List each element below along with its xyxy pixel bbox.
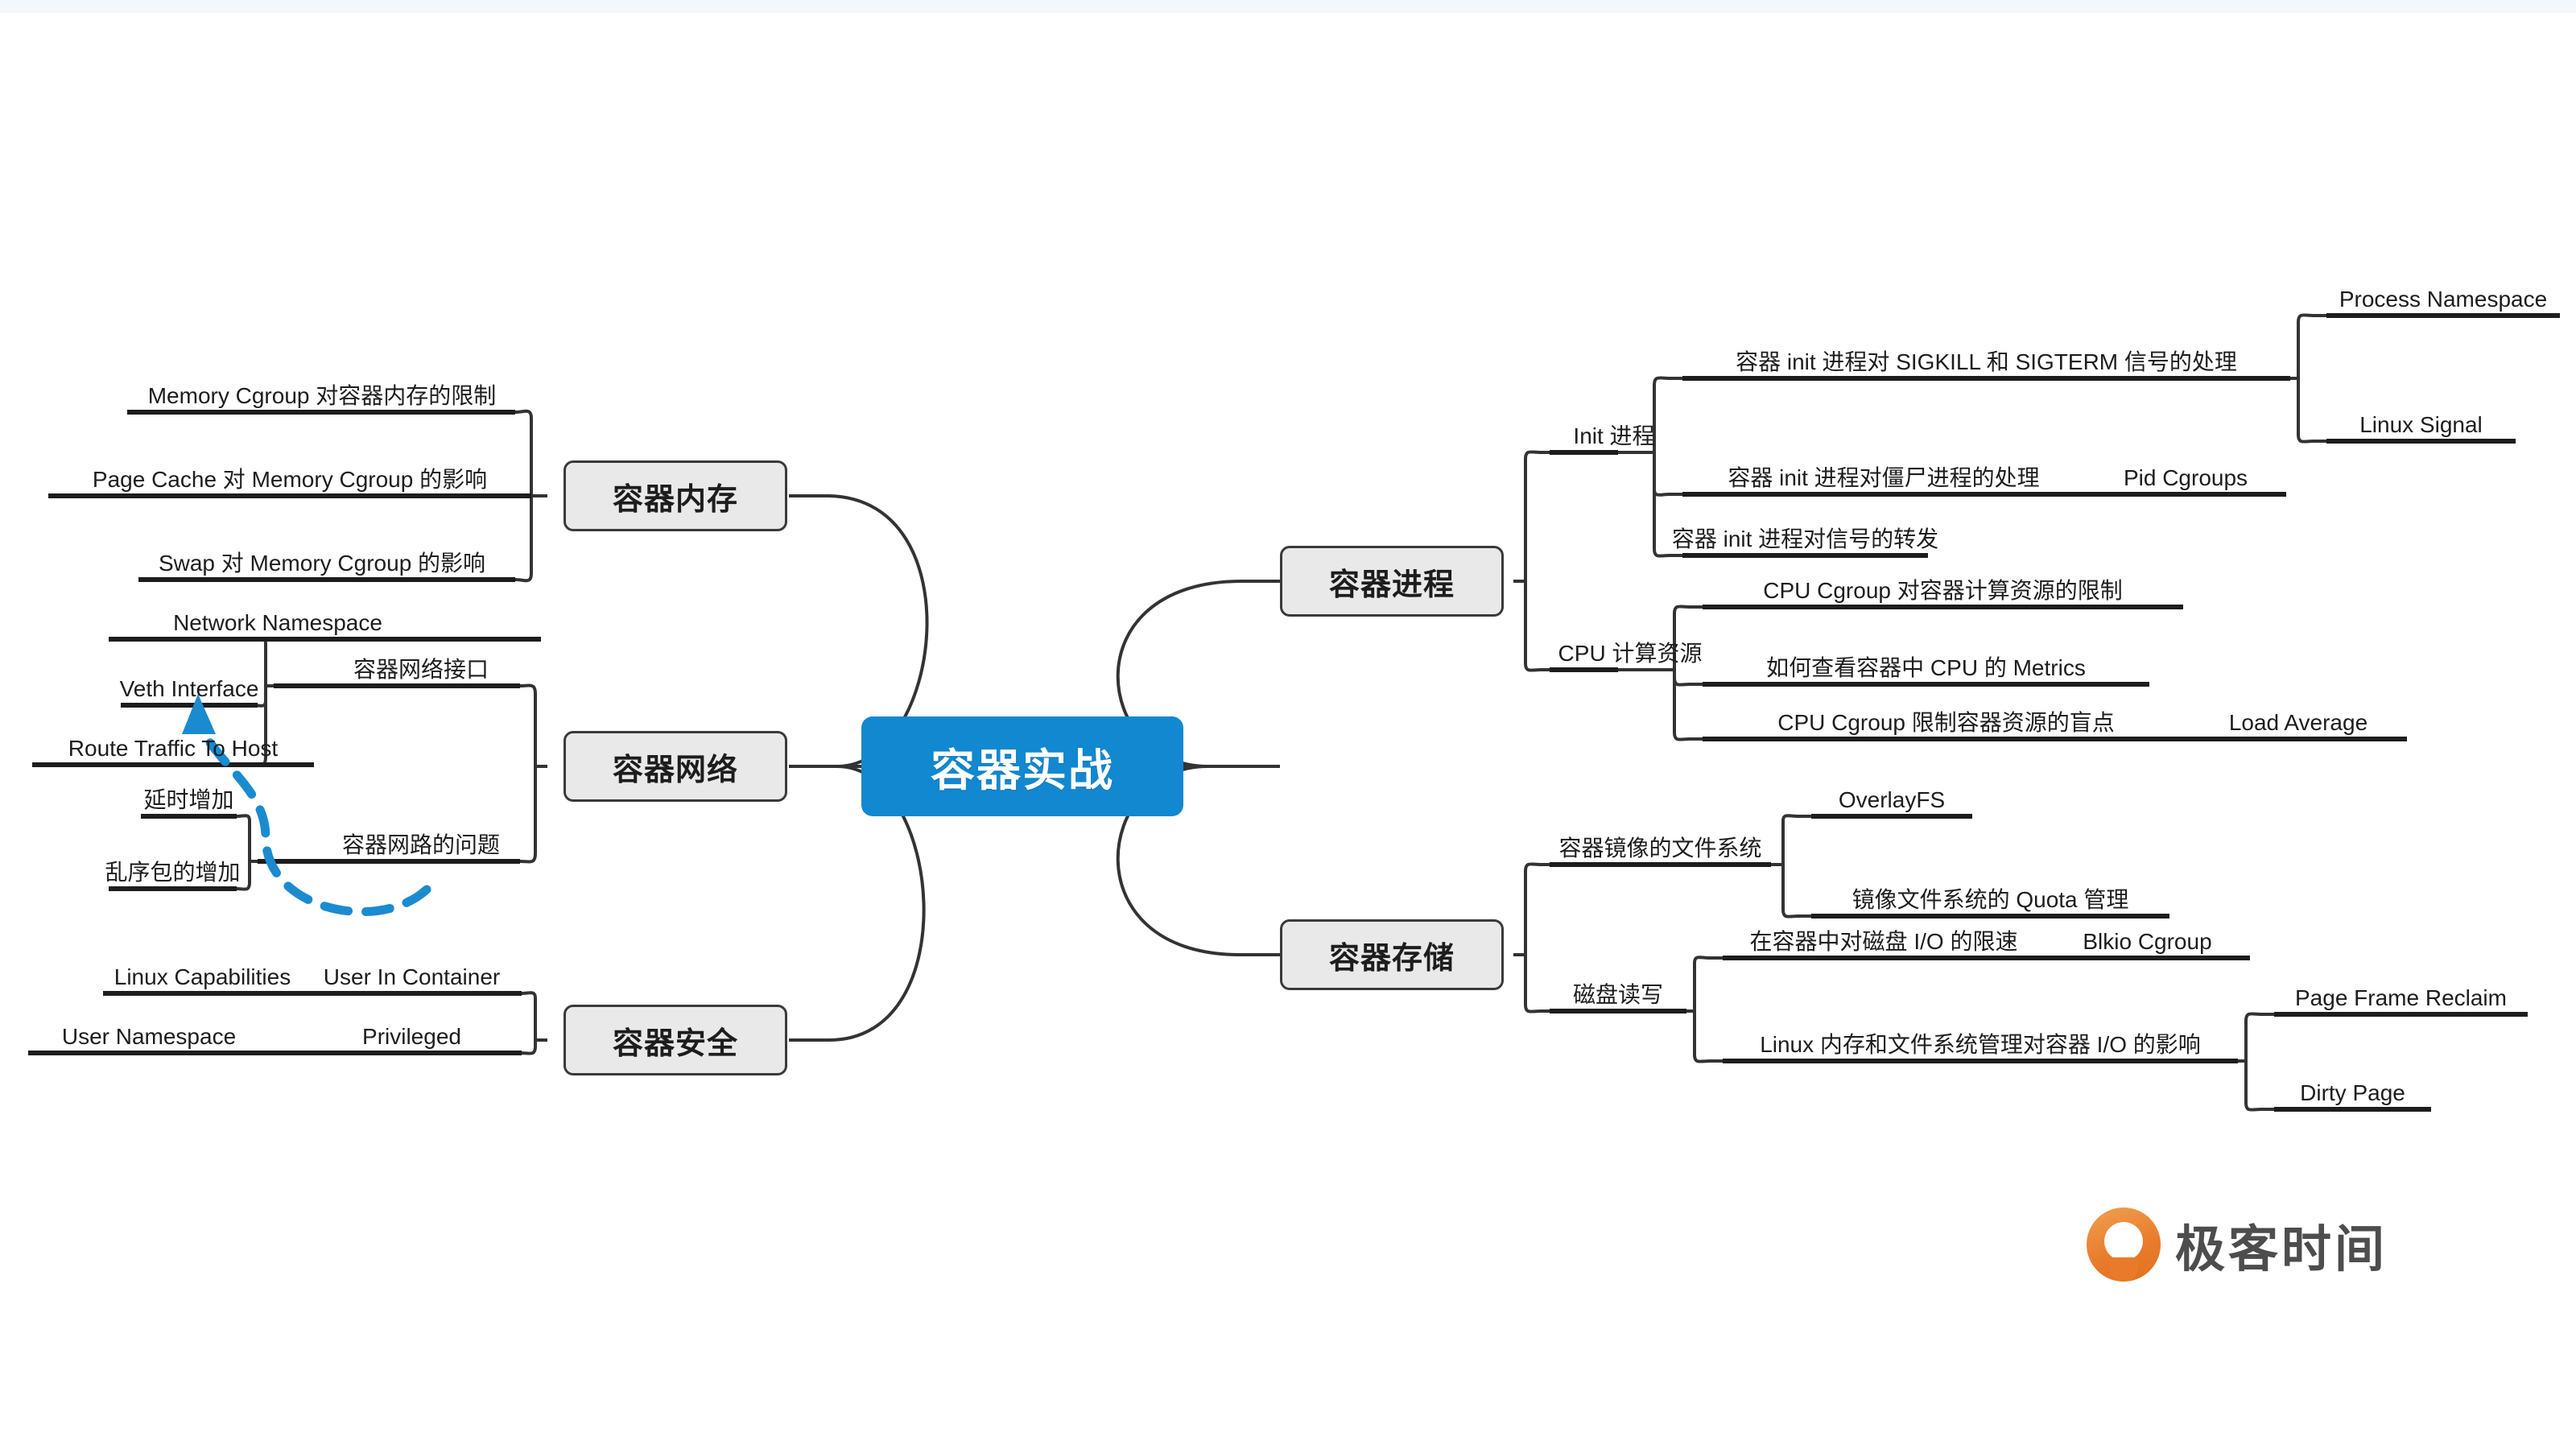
- leaf-label: Linux 内存和文件系统管理对容器 I/O 的影响: [1760, 1031, 2201, 1057]
- leaf-page-cache-effect[interactable]: Page Cache 对 Memory Cgroup 的影响: [48, 464, 531, 496]
- leaf-load-average[interactable]: Load Average: [2190, 707, 2407, 739]
- leaf-cpu-cgroup-blindspot[interactable]: CPU Cgroup 限制容器资源的盲点: [1703, 707, 2190, 739]
- leaf-overlayfs[interactable]: OverlayFS: [1811, 784, 1972, 816]
- leaf-route-traffic-to-host[interactable]: Route Traffic To Host: [32, 733, 314, 765]
- leaf-label: Init 进程: [1573, 423, 1655, 448]
- branch-label: 容器网络: [612, 753, 738, 787]
- branch-label: 容器安全: [612, 1026, 738, 1061]
- leaf-label: 容器网络接口: [353, 656, 489, 682]
- leaf-disk-io-throttle[interactable]: 在容器中对磁盘 I/O 的限速: [1723, 926, 2045, 958]
- leaf-latency-increase[interactable]: 延时增加: [141, 784, 237, 816]
- leaf-label: 容器 init 进程对信号的转发: [1671, 526, 1939, 551]
- leaf-network-namespace[interactable]: Network Namespace: [109, 607, 447, 639]
- top-strip: [0, 0, 2576, 13]
- leaf-label: Privileged: [362, 1023, 461, 1049]
- leaf-dirty-page[interactable]: Dirty Page: [2274, 1077, 2431, 1109]
- leaf-label: Route Traffic To Host: [68, 735, 279, 761]
- leaf-network-interface[interactable]: 容器网络接口: [322, 654, 520, 686]
- leaf-page-frame-reclaim[interactable]: Page Frame Reclaim: [2274, 982, 2528, 1014]
- leaf-linux-mem-fs-io-impact[interactable]: Linux 内存和文件系统管理对容器 I/O 的影响: [1723, 1029, 2238, 1061]
- leaf-disk-read-write[interactable]: 磁盘读写: [1550, 979, 1686, 1011]
- leaf-linux-capabilities[interactable]: Linux Capabilities: [103, 961, 302, 993]
- leaf-label: Memory Cgroup 对容器内存的限制: [147, 382, 497, 408]
- leaf-view-cpu-metrics[interactable]: 如何查看容器中 CPU 的 Metrics: [1703, 652, 2149, 684]
- leaf-label: User In Container: [323, 964, 501, 989]
- leaf-label: 在容器中对磁盘 I/O 的限速: [1749, 928, 2018, 954]
- leaf-blkio-cgroup[interactable]: Blkio Cgroup: [2045, 926, 2250, 958]
- leaf-label: 如何查看容器中 CPU 的 Metrics: [1766, 654, 2086, 680]
- leaf-label: 容器 init 进程对僵尸进程的处理: [1728, 464, 2040, 490]
- branch-label: 容器存储: [1328, 941, 1455, 976]
- leaf-label: Network Namespace: [173, 609, 382, 635]
- leaf-label: Load Average: [2228, 709, 2368, 735]
- leaf-user-namespace[interactable]: User Namespace: [28, 1021, 270, 1053]
- leaf-init-signal-forward[interactable]: 容器 init 进程对信号的转发: [1672, 523, 1938, 555]
- leaf-veth-interface[interactable]: Veth Interface: [119, 673, 259, 705]
- leaf-label: Pid Cgroups: [2123, 464, 2248, 490]
- leaf-label: 磁盘读写: [1572, 981, 1663, 1007]
- leaf-init-process[interactable]: Init 进程: [1550, 420, 1678, 452]
- branch-container-security[interactable]: 容器安全: [564, 1005, 787, 1075]
- leaf-label: 延时增加: [143, 786, 234, 812]
- leaf-image-quota-management[interactable]: 镜像文件系统的 Quota 管理: [1811, 884, 2169, 916]
- leaf-cpu-compute-resource[interactable]: CPU 计算资源: [1550, 638, 1711, 670]
- leaf-linux-signal[interactable]: Linux Signal: [2326, 409, 2516, 441]
- leaf-label: Linux Capabilities: [114, 964, 291, 989]
- leaf-label: 乱序包的增加: [105, 859, 241, 885]
- branch-container-process[interactable]: 容器进程: [1280, 546, 1504, 617]
- leaf-user-in-container[interactable]: User In Container: [302, 961, 522, 993]
- leaf-pid-cgroups[interactable]: Pid Cgroups: [2085, 462, 2286, 494]
- leaf-init-sigkill-sigterm[interactable]: 容器 init 进程对 SIGKILL 和 SIGTERM 信号的处理: [1682, 346, 2290, 378]
- leaf-label: Process Namespace: [2339, 286, 2548, 312]
- leaf-process-namespace[interactable]: Process Namespace: [2326, 283, 2560, 316]
- leaf-label: CPU Cgroup 对容器计算资源的限制: [1763, 577, 2123, 603]
- leaf-label: 容器镜像的文件系统: [1558, 835, 1762, 861]
- leaf-label: 容器网路的问题: [341, 832, 500, 857]
- branch-container-memory[interactable]: 容器内存: [564, 460, 787, 531]
- leaf-label: User Namespace: [61, 1023, 237, 1049]
- root-node[interactable]: 容器实战: [861, 716, 1183, 816]
- leaf-privileged[interactable]: Privileged: [302, 1021, 522, 1053]
- leaf-memory-cgroup-limit[interactable]: Memory Cgroup 对容器内存的限制: [105, 380, 539, 412]
- brand-logo: 极客时间: [2087, 1208, 2388, 1282]
- leaf-label: Dirty Page: [2300, 1080, 2405, 1105]
- branch-container-network[interactable]: 容器网络: [564, 731, 787, 802]
- leaf-label: CPU 计算资源: [1558, 640, 1703, 666]
- leaf-label: 容器 init 进程对 SIGKILL 和 SIGTERM 信号的处理: [1736, 349, 2237, 374]
- leaf-cpu-cgroup-limit[interactable]: CPU Cgroup 对容器计算资源的限制: [1703, 575, 2183, 607]
- leaf-swap-effect[interactable]: Swap 对 Memory Cgroup 的影响: [121, 547, 523, 580]
- root-label: 容器实战: [930, 745, 1114, 795]
- leaf-label: Linux Signal: [2359, 411, 2483, 437]
- leaf-label: 镜像文件系统的 Quota 管理: [1852, 886, 2129, 912]
- branch-container-storage[interactable]: 容器存储: [1280, 919, 1504, 990]
- leaf-network-problems[interactable]: 容器网路的问题: [322, 829, 520, 861]
- leaf-label: Blkio Cgroup: [2083, 928, 2212, 954]
- leaf-label: Page Frame Reclaim: [2295, 985, 2507, 1010]
- leaf-label: OverlayFS: [1838, 786, 1946, 812]
- leaf-image-filesystem[interactable]: 容器镜像的文件系统: [1550, 832, 1771, 865]
- branch-label: 容器进程: [1328, 568, 1455, 602]
- brand-wordmark: 极客时间: [2175, 1222, 2388, 1278]
- leaf-label: Page Cache 对 Memory Cgroup 的影响: [92, 466, 488, 492]
- geekbang-logo-icon: [2087, 1208, 2161, 1282]
- leaf-label: Veth Interface: [119, 675, 259, 701]
- leaf-label: Swap 对 Memory Cgroup 的影响: [158, 550, 486, 576]
- branch-label: 容器内存: [612, 482, 738, 517]
- leaf-label: CPU Cgroup 限制容器资源的盲点: [1777, 709, 2115, 735]
- leaf-out-of-order-packets[interactable]: 乱序包的增加: [105, 857, 241, 889]
- leaf-init-zombie-process[interactable]: 容器 init 进程对僵尸进程的处理: [1682, 462, 2085, 494]
